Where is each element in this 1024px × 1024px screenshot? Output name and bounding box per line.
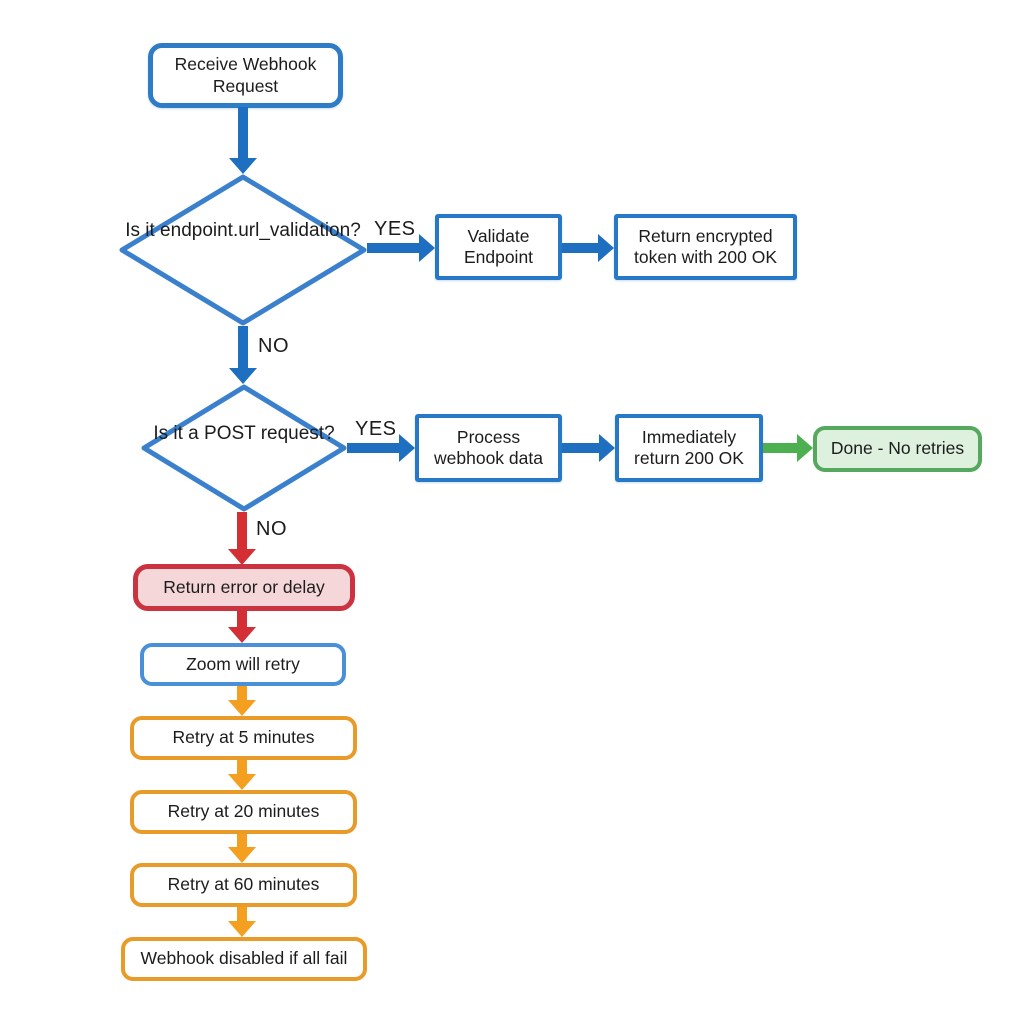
node-zoom-retry-label: Zoom will retry [186,653,300,674]
edge-label-validation-yes: YES [374,218,416,240]
node-return-200-label: Immediately return 200 OK [634,426,744,468]
arrow-validate-to-token [562,234,614,262]
arrow-to-retry-60 [228,834,256,863]
node-retry-60-label: Retry at 60 minutes [167,874,320,895]
arrow-shaft [367,243,421,253]
arrow-post-yes [347,434,415,462]
arrow-shaft [347,443,401,453]
arrow-down-head-icon [228,921,256,937]
arrow-shaft [562,243,600,253]
node-retry-60: Retry at 60 minutes [130,863,357,907]
arrow-down-head-icon [229,158,257,174]
diamond-icon [119,174,367,326]
node-receive-webhook-label: Receive Webhook Request [174,54,317,96]
arrow-down-head-icon [228,847,256,863]
node-return-token-label: Return encrypted token with 200 OK [634,225,777,267]
decision-post-request-shape [141,384,347,512]
decision-url-validation-label: Is it endpoint.url_validation? [125,220,361,241]
node-retry-20: Retry at 20 minutes [130,790,357,834]
arrow-right-head-icon [399,434,415,462]
arrow-right-head-icon [599,434,615,462]
node-webhook-disabled: Webhook disabled if all fail [121,937,367,981]
arrow-shaft [238,107,248,160]
node-process-webhook-label: Process webhook data [434,426,543,468]
arrow-shaft [562,443,601,453]
node-return-200: Immediately return 200 OK [615,414,763,482]
arrow-return200-to-done [763,434,813,462]
decision-post-request-label: Is it a POST request? [153,423,335,444]
arrow-down-head-icon [228,627,256,643]
node-done: Done - No retries [813,426,982,472]
arrow-right-head-icon [598,234,614,262]
node-validate-endpoint: Validate Endpoint [435,214,562,280]
node-retry-5: Retry at 5 minutes [130,716,357,760]
node-webhook-disabled-label: Webhook disabled if all fail [140,948,348,969]
edge-label-post-no: NO [256,518,287,540]
arrow-shaft [237,686,247,702]
edge-label-validation-no: NO [258,335,289,357]
node-retry-20-label: Retry at 20 minutes [167,801,320,822]
arrow-shaft [237,760,247,776]
diamond-icon [141,384,347,512]
node-receive-webhook: Receive Webhook Request [148,43,343,108]
arrow-right-head-icon [419,234,435,262]
arrow-to-webhook-disabled [228,907,256,937]
node-zoom-retry: Zoom will retry [140,643,346,686]
arrow-validation-no [229,326,257,384]
arrow-down-head-icon [229,368,257,384]
arrow-right-head-icon [797,434,813,462]
node-done-label: Done - No retries [830,438,965,459]
arrow-shaft [237,611,247,629]
node-return-token: Return encrypted token with 200 OK [614,214,797,280]
arrow-down-head-icon [228,774,256,790]
arrow-shaft [237,907,247,923]
edge-label-post-yes: YES [355,418,397,440]
node-process-webhook: Process webhook data [415,414,562,482]
arrow-validation-yes [367,234,435,262]
node-retry-5-label: Retry at 5 minutes [172,727,315,748]
node-return-error-label: Return error or delay [163,576,325,597]
arrow-down-head-icon [228,700,256,716]
node-validate-endpoint-label: Validate Endpoint [463,225,534,267]
decision-url-validation-shape [119,174,367,326]
arrow-process-to-return200 [562,434,615,462]
arrow-shaft [237,834,247,849]
arrow-to-retry-5 [228,686,256,716]
arrow-post-no [228,512,256,565]
arrow-receive-to-validation-check [229,107,257,174]
arrow-error-to-retry [228,611,256,643]
arrow-to-retry-20 [228,760,256,790]
arrow-shaft [763,443,799,453]
arrow-down-head-icon [228,549,256,565]
node-return-error: Return error or delay [133,564,355,611]
arrow-shaft [238,326,248,370]
arrow-shaft [237,512,247,551]
